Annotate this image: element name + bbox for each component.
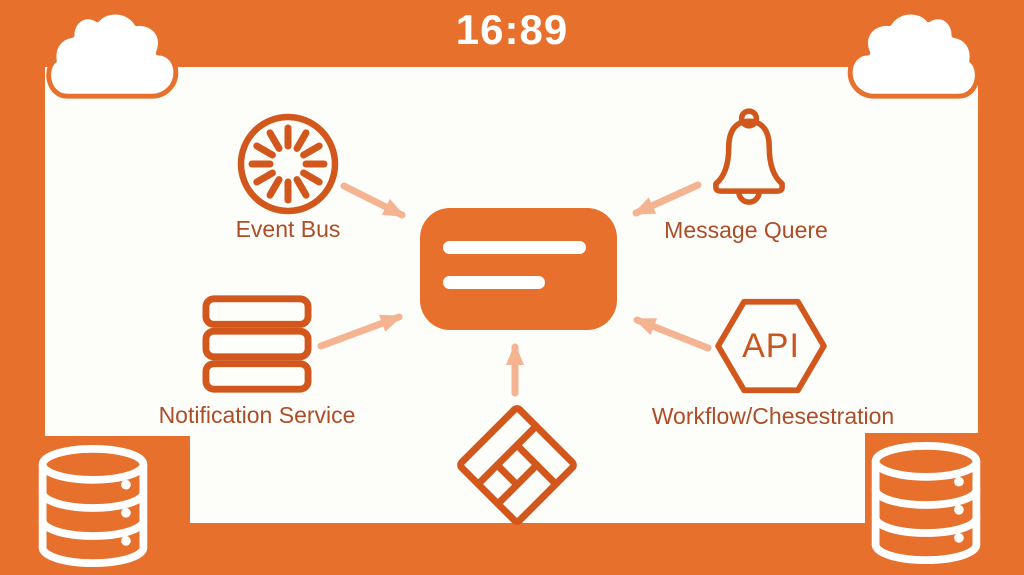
node-label-notification-service: Notification Service	[158, 402, 356, 428]
database-icon	[33, 444, 153, 568]
hexagon-icon	[714, 296, 828, 396]
parquet-diamond-icon	[455, 403, 579, 527]
database-icon	[866, 441, 986, 565]
message-card-icon	[420, 208, 617, 330]
cloud-icon	[832, 6, 980, 104]
api-label: API	[742, 326, 800, 365]
center-bar	[443, 241, 586, 254]
stacked-rows-icon	[202, 294, 312, 394]
node-label-event-bus: Event Bus	[235, 216, 341, 242]
cloud-icon	[46, 6, 194, 104]
clock-text: 16:89	[455, 6, 569, 53]
bell-icon	[703, 105, 795, 211]
node-label-message-queue: Message Quere	[664, 217, 828, 243]
center-bar	[443, 276, 545, 289]
node-label-workflow: Workflow/Chesestration	[651, 403, 895, 429]
spinner-icon	[236, 112, 340, 216]
